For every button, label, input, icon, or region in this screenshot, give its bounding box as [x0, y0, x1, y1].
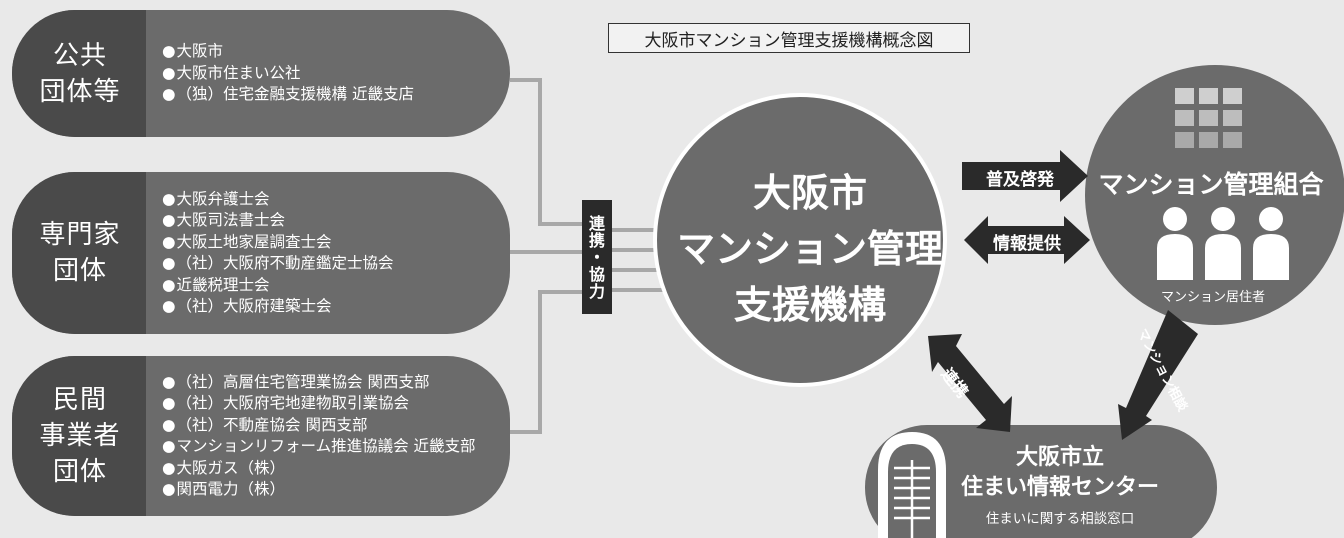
- group-public: 公共 団体等 大阪市 大阪市住まい公社 （独）住宅金融支援機構 近畿支店: [12, 10, 510, 137]
- diagram-title: 大阪市マンション管理支援機構概念図: [608, 23, 970, 53]
- building-grid-icon: [1175, 88, 1242, 148]
- list-item: 大阪市住まい公社: [162, 63, 414, 85]
- consult-arrow: [1118, 310, 1198, 440]
- list-item: （社）大阪府宅地建物取引業協会: [162, 393, 476, 415]
- housing-center-line: 住まい情報センター: [960, 475, 1159, 500]
- group-experts: 専門家 団体 大阪弁護士会 大阪司法書士会 大阪土地家屋調査士会 （社）大阪府不…: [12, 172, 510, 334]
- list-item: （社）高層住宅管理業協会 関西支部: [162, 372, 476, 394]
- cooperation-char: 携: [588, 230, 605, 250]
- info-label: 情報提供: [993, 234, 1061, 254]
- info-arrow: [964, 216, 1090, 264]
- group-private: 民間 事業者 団体 （社）高層住宅管理業協会 関西支部 （社）大阪府宅地建物取引…: [12, 356, 510, 516]
- person-icon: [1157, 207, 1193, 280]
- person-icon: [1205, 207, 1241, 280]
- member-list: （社）高層住宅管理業協会 関西支部 （社）大阪府宅地建物取引業協会 （社）不動産…: [146, 356, 476, 516]
- person-icon: [1253, 207, 1289, 280]
- list-item: 大阪土地家屋調査士会: [162, 232, 394, 254]
- group-label-line: 事業者: [39, 421, 121, 451]
- support-org-line: 支援機構: [733, 283, 886, 327]
- list-item: 大阪ガス（株）: [162, 458, 476, 480]
- promotion-label: 普及啓発: [986, 170, 1054, 190]
- cooperation-char: 連: [588, 213, 605, 233]
- cooperation-char: 力: [588, 281, 605, 301]
- group-label-line: 公共: [52, 40, 107, 71]
- housing-center-line: 大阪市立: [1015, 445, 1104, 470]
- support-org-line: 大阪市: [752, 171, 867, 215]
- group-label: 民間 事業者 団体: [12, 356, 146, 516]
- support-org-line: マンション管理: [676, 227, 943, 271]
- cooperation-label: 連 携 ・ 協 力: [582, 200, 612, 314]
- promotion-arrow: [962, 150, 1088, 202]
- group-label-line: 団体: [52, 457, 107, 487]
- support-org-circle: [653, 93, 947, 387]
- group-label-line: 民間: [52, 385, 107, 415]
- list-item: （社）不動産協会 関西支部: [162, 415, 476, 437]
- list-item: 近畿税理士会: [162, 275, 394, 297]
- list-item: マンションリフォーム推進協議会 近畿支部: [162, 436, 476, 458]
- list-item: 大阪市: [162, 41, 414, 63]
- link-arrow: [928, 334, 1012, 432]
- list-item: 大阪司法書士会: [162, 210, 394, 232]
- resident-label: マンション居住者: [1160, 290, 1265, 305]
- management-title: マンション管理組合: [1098, 170, 1324, 199]
- cooperation-char: 協: [588, 264, 605, 284]
- list-item: 関西電力（株）: [162, 479, 476, 501]
- group-label-line: 団体等: [39, 76, 121, 107]
- housing-center-pill: [865, 425, 1217, 538]
- group-label-line: 専門家: [39, 220, 121, 250]
- group-label: 公共 団体等: [12, 10, 146, 137]
- list-item: （独）住宅金融支援機構 近畿支店: [162, 84, 414, 106]
- connector-lines: [510, 78, 665, 434]
- list-item: （社）大阪府不動産鑑定士協会: [162, 253, 394, 275]
- group-label-line: 団体: [52, 256, 107, 286]
- support-org-name: 大阪市 マンション管理 支援機構: [660, 165, 960, 333]
- tower-building-icon: [878, 432, 946, 538]
- member-list: 大阪市 大阪市住まい公社 （独）住宅金融支援機構 近畿支店: [146, 10, 414, 137]
- group-label: 専門家 団体: [12, 172, 146, 334]
- cooperation-char: ・: [588, 247, 605, 267]
- list-item: 大阪弁護士会: [162, 189, 394, 211]
- list-item: （社）大阪府建築士会: [162, 296, 394, 318]
- housing-center-subtitle: 住まいに関する相談窓口: [985, 511, 1135, 527]
- housing-center-name: 大阪市立 住まい情報センター: [930, 443, 1190, 503]
- member-list: 大阪弁護士会 大阪司法書士会 大阪土地家屋調査士会 （社）大阪府不動産鑑定士協会…: [146, 172, 394, 334]
